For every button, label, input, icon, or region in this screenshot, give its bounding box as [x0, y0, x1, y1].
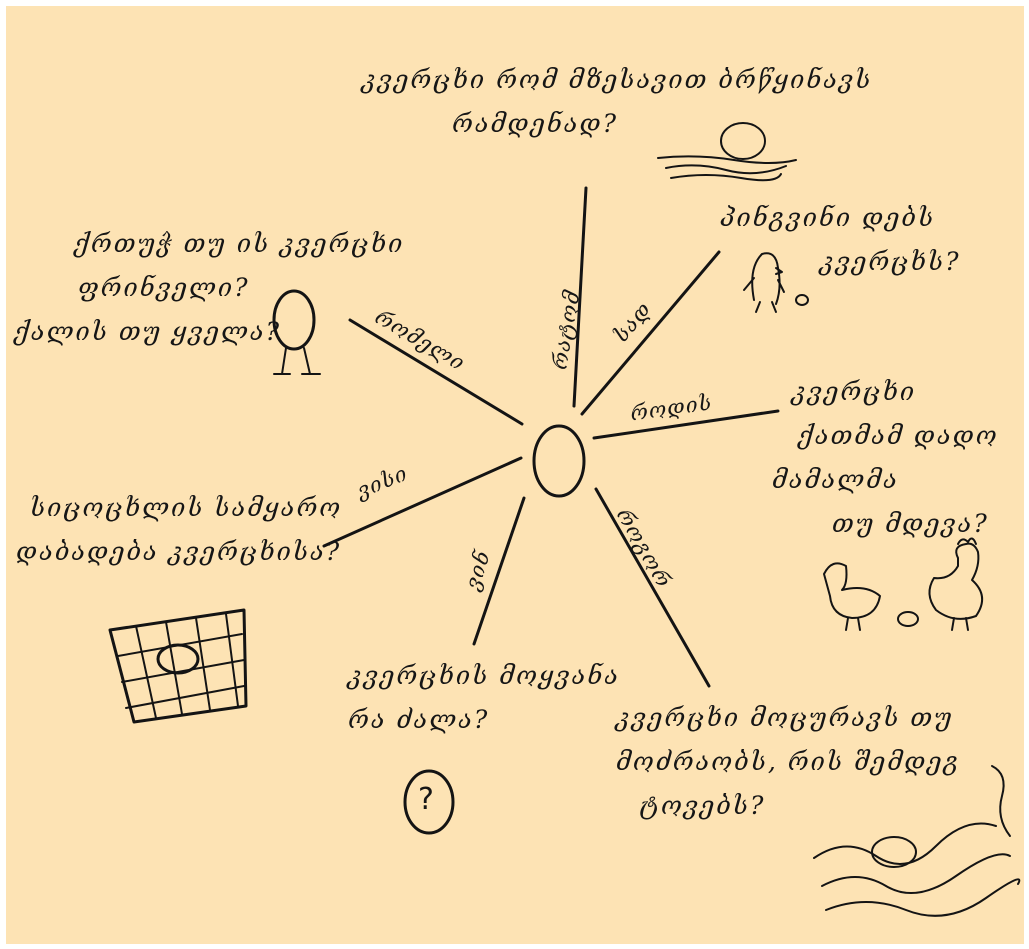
question-upper-left-line-3: ქალის თუ ყველა? — [14, 310, 404, 354]
question-top-line-2: რამდენად? — [362, 102, 872, 146]
question-right: კვერცხი ქათმამ დადო მამალმა თუ მდევა? — [792, 370, 999, 546]
mind-map-paper: რატომ სად როდის როგორ ვინ ვისი რომელი კვ… — [6, 6, 1024, 944]
question-bottom: კვერცხის მოყვანა რა ძალა? — [348, 654, 620, 742]
question-lower-right-line-1: კვერცხი მოცურავს თუ — [616, 696, 961, 740]
question-egg-mark: ? — [418, 782, 434, 817]
question-right-line-2: ქათმამ დადო — [792, 414, 999, 458]
egg-in-net-icon — [110, 610, 246, 722]
question-upper-right-line-1: პინგვინი დებს — [720, 196, 961, 240]
question-left-line-2: დაბადება კვერცხისა? — [16, 530, 342, 574]
question-upper-right: პინგვინი დებს კვერცხს? — [720, 196, 961, 284]
question-upper-left: ქრთუჭ თუ ის კვერცხი ფრინველი? ქალის თუ ყ… — [26, 222, 404, 354]
question-top: კვერცხი რომ მზესავით ბრწყინავს რამდენად? — [362, 58, 872, 146]
question-upper-left-line-2: ფრინველი? — [26, 266, 404, 310]
question-right-line-3: მამალმა — [772, 458, 999, 502]
question-lower-right-line-2: მოძრაობს, რის შემდეგ — [616, 740, 961, 784]
question-upper-left-line-1: ქრთუჭ თუ ის კვერცხი — [26, 222, 404, 266]
chick-icon — [824, 563, 880, 630]
small-egg-icon — [898, 612, 918, 626]
spoke-line-upper-right — [582, 252, 719, 414]
question-upper-right-line-2: კვერცხს? — [720, 240, 961, 284]
question-top-line-1: კვერცხი რომ მზესავით ბრწყინავს — [362, 58, 872, 102]
question-left: სიცოცხლის სამყარო დაბადება კვერცხისა? — [30, 486, 342, 574]
question-right-line-4: თუ მდევა? — [792, 502, 999, 546]
question-lower-right: კვერცხი მოცურავს თუ მოძრაობს, რის შემდეგ… — [616, 696, 961, 828]
question-bottom-line-1: კვერცხის მოყვანა — [348, 654, 620, 698]
question-left-line-1: სიცოცხლის სამყარო — [30, 486, 342, 530]
question-lower-right-line-3: ტოვებს? — [616, 784, 961, 828]
rooster-icon — [929, 538, 982, 630]
center-egg-icon — [534, 426, 584, 496]
question-right-line-1: კვერცხი — [792, 370, 999, 414]
question-bottom-line-2: რა ძალა? — [348, 698, 620, 742]
spoke-line-left — [324, 458, 521, 546]
